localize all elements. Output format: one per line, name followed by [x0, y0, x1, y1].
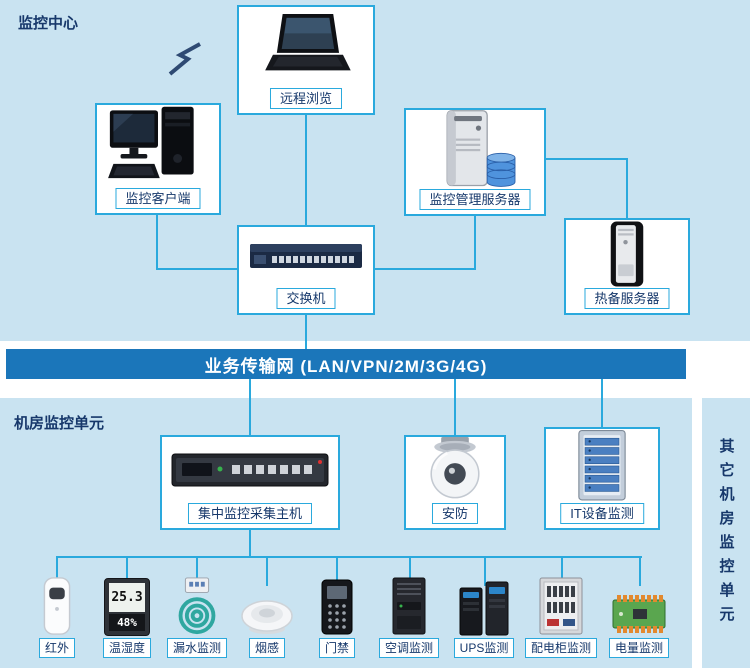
server-tower-icon — [566, 220, 688, 287]
connector-line — [56, 556, 58, 586]
node-switch: 交换机 — [237, 225, 375, 315]
air-conditioner-icon — [389, 574, 429, 636]
access-keypad-icon — [320, 574, 354, 636]
temperature-reading: 25.3 — [109, 583, 145, 612]
node-remote-browse: 远程浏览 — [237, 5, 375, 115]
connector-line — [626, 158, 628, 220]
device-label: 配电柜监测 — [524, 638, 597, 658]
connector-line — [484, 556, 486, 586]
server-rack-icon — [546, 429, 658, 502]
device-label: UPS监测 — [453, 638, 515, 658]
device-air-conditioner: 空调监测 — [369, 574, 449, 658]
connector-line — [561, 556, 563, 586]
power-meter-icon — [611, 574, 667, 636]
node-standby-server: 热备服务器 — [564, 218, 690, 315]
device-smoke: 烟感 — [227, 574, 307, 658]
device-label: 门禁 — [318, 638, 355, 658]
device-label: 漏水监测 — [166, 638, 227, 658]
node-label: 集中监控采集主机 — [187, 503, 313, 524]
band-label: 业务传输网 (LAN/VPN/2M/3G/4G) — [204, 356, 488, 376]
connector-line — [305, 315, 307, 351]
node-label: 热备服务器 — [584, 288, 670, 309]
thermo-hygrometer-icon: 25.3 48% — [104, 578, 150, 636]
device-infrared: 红外 — [17, 574, 97, 658]
device-thermo-hygro: 25.3 48% 温湿度 — [87, 574, 167, 658]
connector-line — [474, 215, 476, 270]
connector-line — [544, 158, 628, 160]
node-label: 安防 — [431, 503, 479, 524]
device-ups: UPS监测 — [444, 574, 524, 658]
rack-collector-icon — [162, 437, 338, 502]
node-label: 监控客户端 — [115, 188, 201, 209]
humidity-reading: 48% — [109, 614, 145, 631]
connector-line — [156, 268, 239, 270]
connector-line — [196, 556, 198, 586]
room-unit-title: 机房监控单元 — [14, 415, 105, 432]
node-security: 安防 — [404, 435, 506, 530]
node-collector-host: 集中监控采集主机 — [160, 435, 340, 530]
ups-icon — [457, 574, 511, 636]
transport-network-band: 业务传输网 (LAN/VPN/2M/3G/4G) — [6, 349, 686, 379]
connector-line — [126, 556, 128, 586]
laptop-icon — [239, 7, 373, 87]
lightning-icon — [168, 42, 201, 76]
device-access-control: 门禁 — [297, 574, 377, 658]
node-label: 交换机 — [276, 288, 336, 309]
connector-line — [266, 556, 268, 586]
connector-line — [454, 379, 456, 437]
smoke-detector-icon — [240, 574, 294, 636]
bus-line — [56, 556, 642, 558]
other-units-label: 其它机房监控单元 — [717, 438, 735, 630]
pir-sensor-icon — [39, 574, 75, 636]
device-label: 红外 — [38, 638, 75, 658]
monitoring-center-title: 监控中心 — [18, 15, 79, 32]
node-monitor-client: 监控客户端 — [95, 103, 221, 215]
connector-line — [409, 556, 411, 586]
node-label: 监控管理服务器 — [419, 189, 531, 210]
connector-line — [249, 379, 251, 437]
other-units-strip: 其它机房监控单元 — [702, 398, 750, 668]
connector-line — [156, 215, 158, 270]
device-distribution-cabinet: 配电柜监测 — [521, 574, 601, 658]
distribution-cabinet-icon — [538, 574, 584, 636]
node-it-monitor: IT设备监测 — [544, 427, 660, 530]
leak-cable-icon — [169, 574, 225, 636]
connector-line — [249, 528, 251, 558]
desktop-computer-icon — [97, 105, 219, 187]
connector-line — [336, 556, 338, 586]
connector-line — [601, 379, 603, 429]
dome-camera-icon — [406, 436, 504, 502]
network-switch-icon — [239, 227, 373, 287]
connector-line — [374, 268, 476, 270]
device-label: 温湿度 — [102, 638, 151, 658]
node-label: 远程浏览 — [269, 88, 343, 109]
node-label: IT设备监测 — [560, 503, 644, 524]
node-mgmt-server: 监控管理服务器 — [404, 108, 546, 216]
server-database-icon — [406, 110, 544, 188]
device-label: 电量监测 — [608, 638, 669, 658]
device-label: 空调监测 — [378, 638, 439, 658]
device-label: 烟感 — [248, 638, 285, 658]
connector-line — [639, 556, 641, 586]
device-leak: 漏水监测 — [157, 574, 237, 658]
connector-line — [305, 115, 307, 225]
device-power-meter: 电量监测 — [599, 574, 679, 658]
